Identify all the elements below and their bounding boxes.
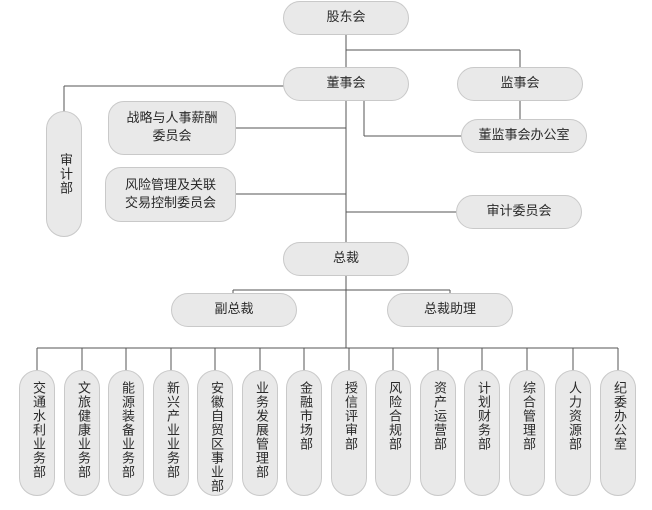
dept-node: 交通水利业务部 — [19, 370, 55, 496]
dept-node: 风险合规部 — [375, 370, 411, 496]
node-vice-president: 副总裁 — [171, 293, 297, 327]
node-board: 董事会 — [283, 67, 409, 101]
dept-node: 能源装备业务部 — [108, 370, 144, 496]
dept-node: 业务发展管理部 — [242, 370, 278, 496]
dept-node: 授信评审部 — [331, 370, 367, 496]
node-strategy-committee: 战略与人事薪酬 委员会 — [108, 101, 236, 155]
dept-node: 安徽自贸区事业部 — [197, 370, 233, 496]
dept-node: 人力资源部 — [555, 370, 591, 496]
dept-node: 纪委办公室 — [600, 370, 636, 496]
node-supervisors: 监事会 — [457, 67, 583, 101]
dept-node: 新兴产业业务部 — [153, 370, 189, 496]
node-shareholders: 股东会 — [283, 1, 409, 35]
dept-node: 金融市场部 — [286, 370, 322, 496]
node-president-assistant: 总裁助理 — [387, 293, 513, 327]
node-president: 总裁 — [283, 242, 409, 276]
dept-node: 计划财务部 — [464, 370, 500, 496]
dept-node: 资产运营部 — [420, 370, 456, 496]
dept-node: 综合管理部 — [509, 370, 545, 496]
node-audit-dept: 审计部 — [46, 111, 82, 237]
dept-node: 文旅健康业务部 — [64, 370, 100, 496]
node-audit-committee: 审计委员会 — [456, 195, 582, 229]
node-supervisor-office: 董监事会办公室 — [461, 119, 587, 153]
node-risk-committee: 风险管理及关联 交易控制委员会 — [105, 167, 236, 222]
